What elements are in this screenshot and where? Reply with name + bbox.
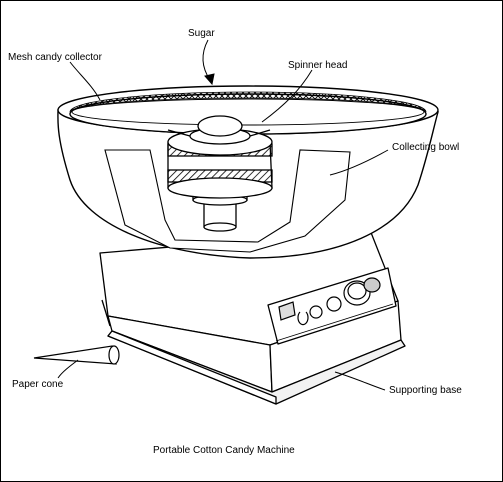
label-paper-cone: Paper cone: [12, 379, 64, 390]
label-mesh-candy-collector: Mesh candy collector: [8, 52, 102, 63]
supporting-base: [99, 229, 406, 405]
label-spinner-head: Spinner head: [288, 60, 348, 71]
diagram-caption: Portable Cotton Candy Machine: [153, 445, 295, 456]
paper-cone: [33, 345, 120, 365]
label-supporting-base: Supporting base: [389, 385, 462, 396]
leader-lines: [57, 39, 389, 391]
spinner-head: [167, 115, 273, 232]
control-knobs: [278, 277, 381, 326]
label-collecting-bowl: Collecting bowl: [392, 142, 460, 153]
label-sugar: Sugar: [188, 28, 215, 39]
